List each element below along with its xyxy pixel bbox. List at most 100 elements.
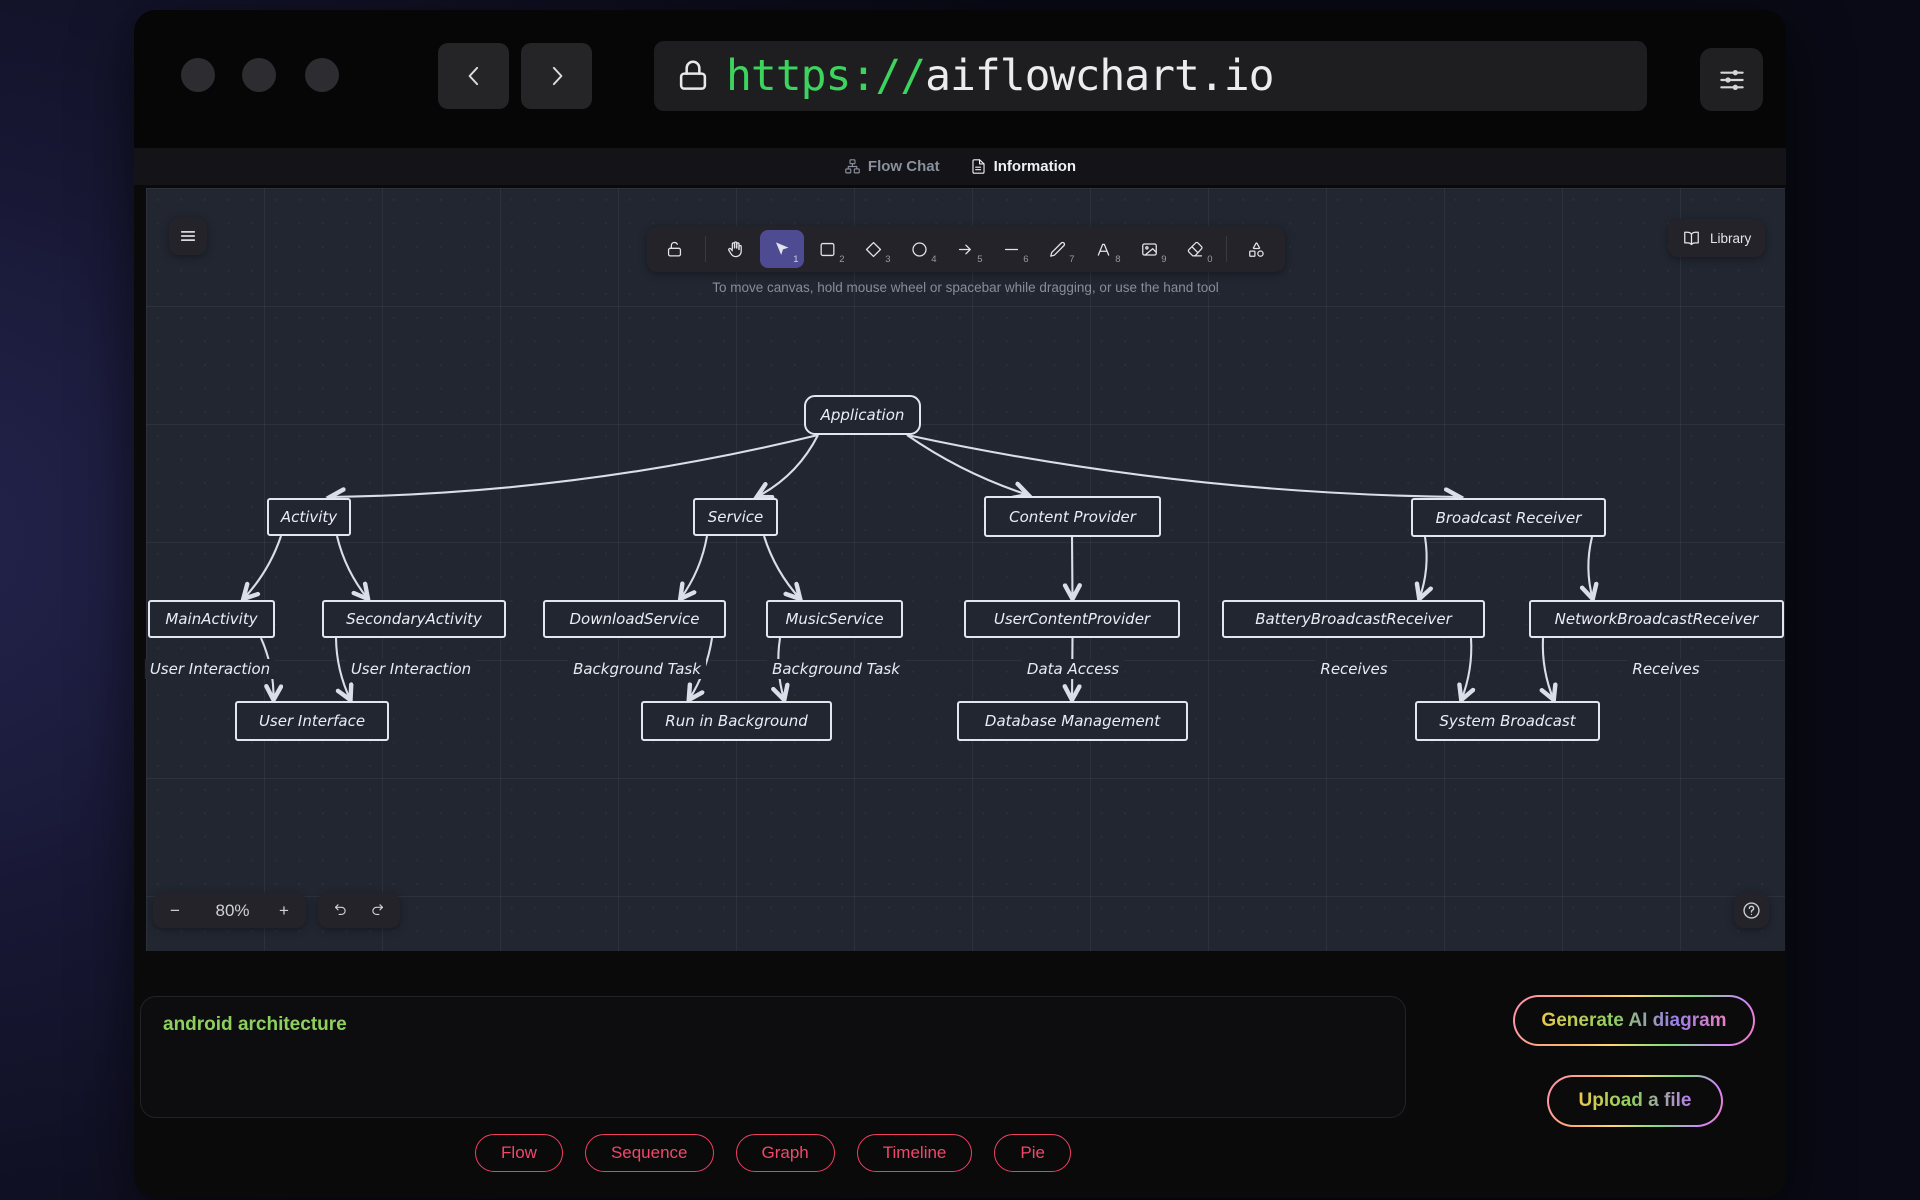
edge-broadcast-receiver-to-battery-broadcast-receiver <box>1419 536 1426 599</box>
chip-flow[interactable]: Flow <box>475 1134 563 1172</box>
hamburger-menu-button[interactable] <box>169 217 207 255</box>
node-application[interactable]: Application <box>804 395 921 435</box>
chip-sequence[interactable]: Sequence <box>584 1134 714 1172</box>
zoom-out-button[interactable]: − <box>161 897 189 925</box>
edge-label-3[interactable]: Background Task <box>767 659 905 679</box>
draw-tool-button[interactable]: 7 <box>1036 230 1080 268</box>
edge-application-to-activity <box>330 433 819 497</box>
node-user-content-provider[interactable]: UserContentProvider <box>964 600 1180 638</box>
node-activity[interactable]: Activity <box>267 498 351 536</box>
hand-icon <box>726 240 745 259</box>
tool-shortcut: 9 <box>1161 254 1167 265</box>
edge-activity-to-secondary-activity <box>335 535 368 599</box>
edge-label-1[interactable]: User Interaction <box>345 659 477 679</box>
browser-settings-button[interactable] <box>1700 48 1763 111</box>
help-button[interactable] <box>1734 893 1769 928</box>
chip-timeline[interactable]: Timeline <box>856 1134 973 1172</box>
node-run-in-background[interactable]: Run in Background <box>641 701 832 741</box>
node-download-service[interactable]: DownloadService <box>543 600 726 638</box>
node-battery-broadcast-receiver[interactable]: BatteryBroadcastReceiver <box>1222 600 1485 638</box>
line-tool-button[interactable]: 6 <box>990 230 1034 268</box>
generate-ai-diagram-button[interactable]: Generate AI diagram <box>1513 995 1755 1046</box>
text-tool-button[interactable]: 8 <box>1082 230 1126 268</box>
edge-secondary-activity-to-user-interface <box>334 637 351 700</box>
edge-label-4[interactable]: Data Access <box>1021 659 1125 679</box>
traffic-light-minimize-button[interactable] <box>242 58 276 92</box>
chip-graph[interactable]: Graph <box>735 1134 835 1172</box>
tool-shortcut: 5 <box>977 254 983 265</box>
tab-information[interactable]: Information <box>970 158 1076 175</box>
toolbar-divider <box>1225 236 1227 262</box>
redo-icon <box>369 902 386 919</box>
chip-pie[interactable]: Pie <box>994 1134 1071 1172</box>
edge-application-to-service <box>757 434 819 497</box>
node-user-interface[interactable]: User Interface <box>235 701 389 741</box>
edge-label-6[interactable]: Receives <box>1627 659 1705 679</box>
selection-tool-button[interactable]: 1 <box>759 230 804 268</box>
node-broadcast-receiver[interactable]: Broadcast Receiver <box>1411 498 1606 537</box>
flowchart-icon <box>844 158 861 175</box>
library-button[interactable]: Library <box>1668 219 1766 257</box>
edge-label-5[interactable]: Receives <box>1315 659 1393 679</box>
edge-application-to-broadcast-receiver <box>906 433 1460 497</box>
selection-icon <box>772 240 791 259</box>
edge-label-2[interactable]: Background Task <box>568 659 706 679</box>
tool-shortcut: 3 <box>885 254 891 265</box>
node-content-provider[interactable]: Content Provider <box>984 496 1161 537</box>
browser-chrome: https://aiflowchart.io <box>134 10 1786 148</box>
eraser-tool-button[interactable]: 0 <box>1174 230 1218 268</box>
image-tool-button[interactable]: 9 <box>1128 230 1172 268</box>
lock-icon <box>665 240 684 259</box>
edge-content-provider-to-user-content-provider <box>1072 536 1073 599</box>
rectangle-icon <box>818 240 837 259</box>
redo-button[interactable] <box>363 897 393 925</box>
chevron-right-icon <box>542 61 572 91</box>
toolbar-divider <box>704 236 706 262</box>
hand-tool-button[interactable] <box>714 230 758 268</box>
back-button[interactable] <box>438 43 509 109</box>
tool-shortcut: 2 <box>839 254 845 265</box>
tab-flow-chat[interactable]: Flow Chat <box>844 158 940 175</box>
node-network-broadcast-receiver[interactable]: NetworkBroadcastReceiver <box>1529 600 1784 638</box>
tool-shortcut: 8 <box>1115 254 1121 265</box>
tool-shortcut: 1 <box>793 254 799 265</box>
rectangle-tool-button[interactable]: 2 <box>806 230 850 268</box>
node-database-management[interactable]: Database Management <box>957 701 1188 741</box>
canvas-hint-text: To move canvas, hold mouse wheel or spac… <box>712 280 1219 295</box>
edge-service-to-music-service <box>762 535 800 599</box>
edge-activity-to-main-activity <box>243 535 282 599</box>
ellipse-tool-button[interactable]: 4 <box>898 230 942 268</box>
url-bar[interactable]: https://aiflowchart.io <box>654 41 1647 111</box>
arrow-tool-button[interactable]: 5 <box>944 230 988 268</box>
node-music-service[interactable]: MusicService <box>766 600 903 638</box>
tool-shortcut: 4 <box>931 254 937 265</box>
lock-tool-button[interactable] <box>653 230 697 268</box>
forward-button[interactable] <box>521 43 592 109</box>
node-service[interactable]: Service <box>693 498 778 536</box>
edge-service-to-download-service <box>680 535 709 599</box>
tool-shortcut: 7 <box>1069 254 1075 265</box>
zoom-in-button[interactable]: + <box>270 897 298 925</box>
document-icon <box>970 158 987 175</box>
diamond-icon <box>864 240 883 259</box>
undo-icon <box>332 902 349 919</box>
diamond-tool-button[interactable]: 3 <box>852 230 896 268</box>
zoom-level[interactable]: 80% <box>216 897 250 925</box>
undo-button[interactable] <box>325 897 355 925</box>
ellipse-icon <box>910 240 929 259</box>
traffic-light-maximize-button[interactable] <box>305 58 339 92</box>
shapes-tool-button[interactable] <box>1235 230 1279 268</box>
traffic-light-close-button[interactable] <box>181 58 215 92</box>
arrow-icon <box>956 240 975 259</box>
edge-broadcast-receiver-to-network-broadcast-receiver <box>1588 536 1592 599</box>
diagram-type-chips: Flow Sequence Graph Timeline Pie <box>140 1134 1406 1172</box>
shapes-icon <box>1247 240 1266 259</box>
upload-file-button[interactable]: Upload a file <box>1547 1075 1723 1127</box>
edge-label-0[interactable]: User Interaction <box>144 659 276 679</box>
node-secondary-activity[interactable]: SecondaryActivity <box>322 600 506 638</box>
edge-network-broadcast-receiver-to-system-broadcast <box>1543 637 1554 700</box>
prompt-input[interactable] <box>140 996 1406 1118</box>
node-main-activity[interactable]: MainActivity <box>148 600 275 638</box>
node-system-broadcast[interactable]: System Broadcast <box>1415 701 1600 741</box>
